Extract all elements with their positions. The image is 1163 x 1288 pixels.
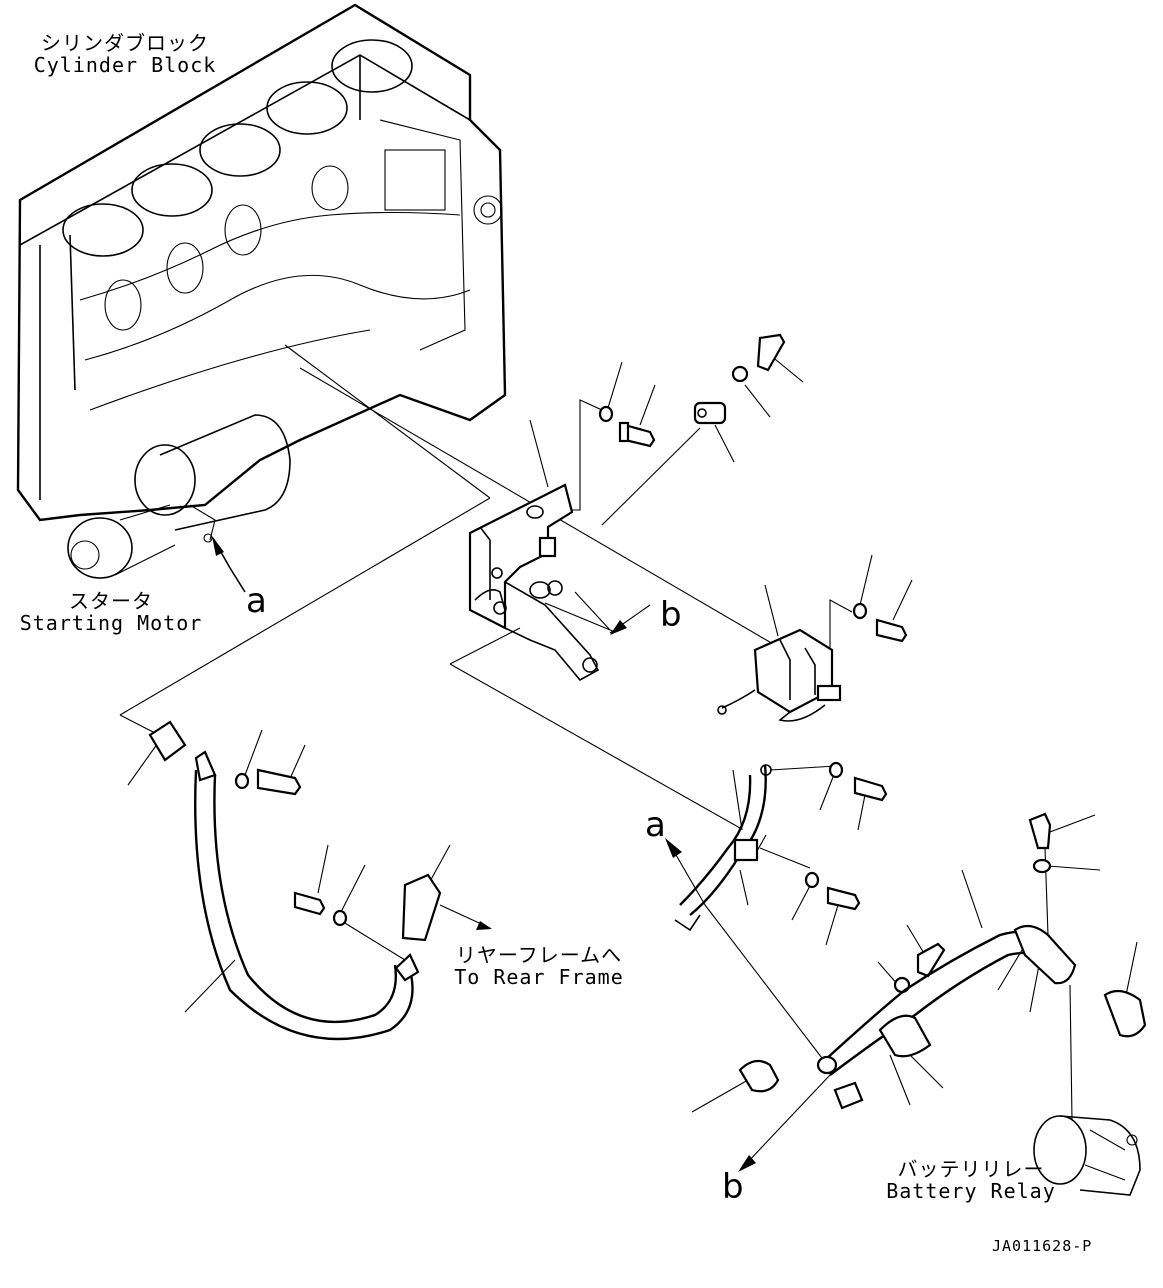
battery-relay-label-jp: バッテリリレー xyxy=(897,1157,1045,1181)
rear-frame-label-en: To Rear Frame xyxy=(454,965,624,989)
ref-mark-b-top: b xyxy=(660,595,682,635)
cylinder-block-illustration xyxy=(16,3,507,593)
relay-harness xyxy=(674,764,772,932)
relay-bracket xyxy=(468,483,600,682)
battery-relay-illustration xyxy=(1033,1115,1141,1196)
battery-relay-unit xyxy=(717,628,842,722)
starting-motor-label-jp: スタータ xyxy=(69,589,153,613)
rear-frame-label: リヤーフレームへ To Rear Frame xyxy=(448,944,630,988)
rear-frame-label-jp: リヤーフレームへ xyxy=(455,943,623,967)
ground-cable xyxy=(194,750,442,1041)
cylinder-block-label-en: Cylinder Block xyxy=(33,53,217,77)
battery-relay-label-en: Battery Relay xyxy=(886,1179,1056,1203)
starting-motor-label-en: Starting Motor xyxy=(19,611,203,635)
battery-cable xyxy=(816,924,1147,1076)
hardware xyxy=(234,333,1052,1110)
ref-mark-b-bottom: b xyxy=(722,1167,744,1207)
terminal-cover xyxy=(738,1059,780,1093)
ref-mark-a-bottom: a xyxy=(645,805,666,845)
collar xyxy=(148,720,187,762)
leader-lines xyxy=(119,344,1138,1172)
drawing-code: JA011628-P xyxy=(992,1237,1093,1255)
ref-mark-a-top: a xyxy=(246,581,267,621)
cylinder-block-label: シリンダブロック Cylinder Block xyxy=(30,32,220,76)
battery-relay-label: バッテリリレー Battery Relay xyxy=(882,1158,1060,1202)
cylinder-block-label-jp: シリンダブロック xyxy=(41,31,209,55)
starting-motor-label: スタータ Starting Motor xyxy=(16,590,206,634)
